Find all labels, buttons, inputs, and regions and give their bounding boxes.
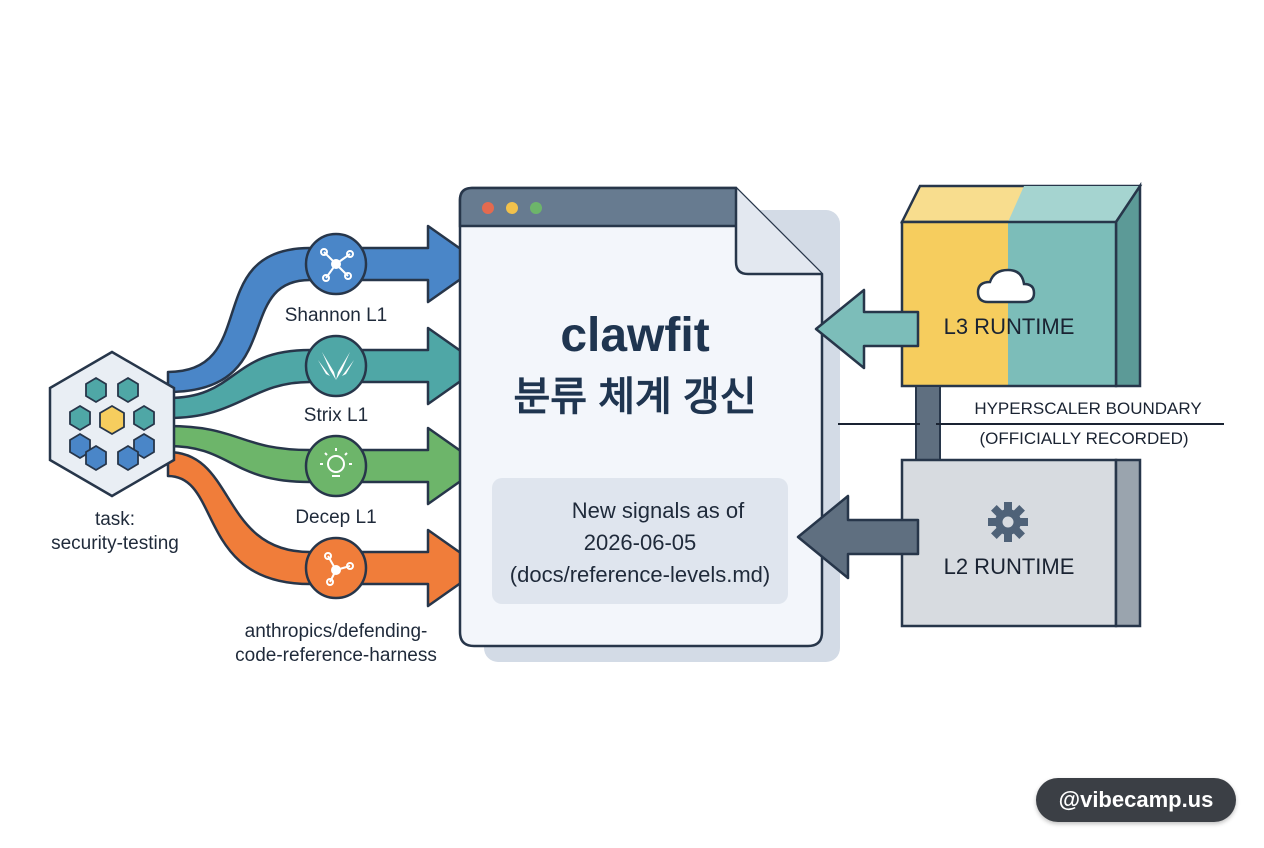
source-label-harness: anthropics/defending- code-reference-har… (206, 620, 466, 668)
shannon-badge (304, 232, 368, 296)
cloud-icon (976, 268, 1036, 304)
branch-nodes-icon (324, 552, 354, 586)
l2-runtime-block (900, 458, 1142, 628)
l3-runtime-block (899, 181, 1143, 388)
document-title: clawfit (560, 309, 710, 362)
source-label-harness-line2: code-reference-harness (235, 645, 437, 666)
gear-icon (988, 502, 1028, 542)
l2-runtime-label: L2 RUNTIME (943, 554, 1075, 579)
notice-line2: 2026-06-05 (583, 530, 697, 555)
harness-badge (304, 536, 368, 600)
task-hexagon (48, 350, 176, 498)
boundary-label-line1: HYPERSCALER BOUNDARY (974, 399, 1202, 418)
honeycomb-icon (69, 376, 155, 472)
network-nodes-icon (320, 248, 354, 282)
task-label-line2: security-testing (51, 533, 179, 554)
flow-arrow-harness (166, 450, 484, 608)
strix-badge (304, 334, 368, 398)
l2-input-arrow (796, 494, 920, 580)
window-dot-green (530, 202, 542, 214)
document-subtitle: 분류 체계 갱신 (513, 375, 757, 419)
decep-badge (304, 434, 368, 498)
l3-runtime-label: L3 RUNTIME (943, 314, 1075, 339)
source-label-decep: Decep L1 (295, 507, 377, 528)
notice-line1: New signals as of (571, 498, 745, 523)
l3-input-arrow (814, 288, 920, 370)
signals-notice: New signals as of 2026-06-05 (docs/refer… (492, 478, 788, 604)
task-label-line1: task: (94, 509, 136, 530)
lightbulb-icon (320, 448, 352, 477)
boundary-label-line2: (OFFICIALLY RECORDED) (979, 429, 1189, 448)
source-label-harness-line1: anthropics/defending- (244, 621, 428, 642)
vibecamp-badge[interactable]: @vibecamp.us (1036, 778, 1236, 822)
source-label-strix: Strix L1 (303, 405, 369, 426)
source-label-shannon: Shannon L1 (284, 305, 388, 326)
wings-logo-icon (318, 352, 354, 380)
window-dot-yellow (506, 202, 518, 214)
window-dot-red (482, 202, 494, 214)
task-label: task: security-testing (20, 508, 210, 556)
notice-line3: (docs/reference-levels.md) (509, 562, 771, 587)
